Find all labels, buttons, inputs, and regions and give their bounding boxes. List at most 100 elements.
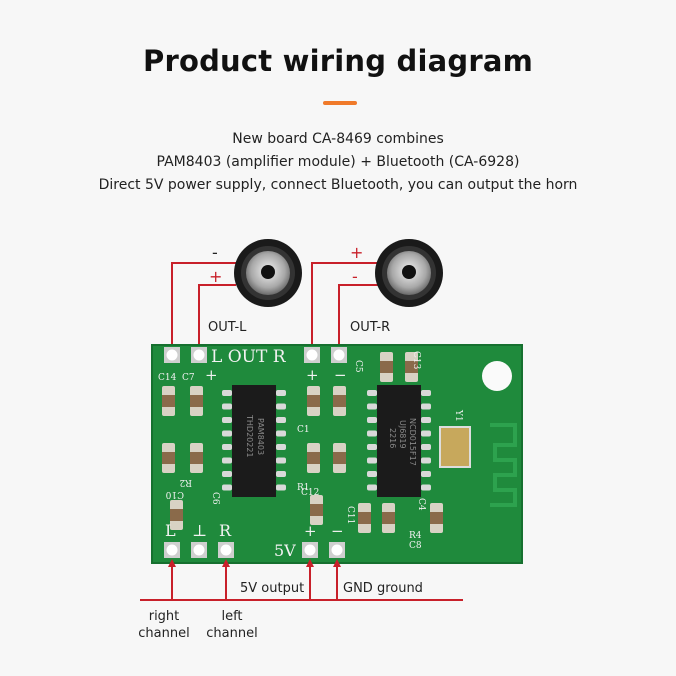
smd-component (190, 443, 203, 473)
label-5v-output: 5V output (240, 581, 304, 596)
chip-pin (222, 457, 232, 464)
smd-component (310, 495, 323, 525)
pad-in-l (164, 542, 180, 558)
chip-pin (276, 430, 286, 437)
silk-bottom-gnd: ⊥ (192, 521, 207, 540)
bluetooth-chip (377, 385, 421, 497)
silk-plus-right: + (306, 366, 319, 384)
chip-pin (222, 417, 232, 423)
chip-pin (222, 390, 232, 396)
chip-pin (421, 484, 431, 491)
pad-gnd (329, 542, 345, 558)
wire-left-minus (171, 262, 236, 350)
description-line-3: Direct 5V power supply, connect Bluetoot… (98, 177, 578, 193)
silk-plus-left: + (205, 366, 218, 384)
smd-component (405, 352, 418, 382)
chip-pin (276, 390, 286, 396)
amplifier-chip (232, 385, 276, 497)
silk-5v: 5V (274, 541, 296, 560)
chip-pin (367, 471, 377, 477)
chip-pin (222, 484, 232, 491)
description-line-2: PAM8403 (amplifier module) + Bluetooth (… (156, 154, 520, 170)
chip-pin (421, 430, 431, 437)
label-left-channel-1: left (221, 609, 242, 624)
smd-component (382, 503, 395, 533)
smd-component (190, 386, 203, 416)
amp-chip-label-1: PAM8403 (256, 418, 265, 455)
chip-pin (276, 403, 286, 410)
pad-in-gnd (191, 542, 207, 558)
silk-c5: C5 (353, 360, 363, 373)
diagram-title: Product wiring diagram (142, 44, 534, 78)
silk-bottom-r: R (219, 521, 232, 540)
chip-pin (276, 417, 286, 423)
bt-chip-label-1: NCD015F17 (408, 418, 417, 466)
chip-pin (367, 444, 377, 450)
amp-chip-label-2: THD20221 (245, 414, 254, 458)
chip-pin (421, 417, 431, 423)
solder-pads (164, 347, 347, 558)
speaker-right-icon (375, 239, 443, 307)
chip-pin (367, 417, 377, 423)
pad-out-l-minus (164, 347, 180, 363)
pad-5v (302, 542, 318, 558)
smd-component (358, 503, 371, 533)
silk-c10: C10 (165, 489, 184, 499)
label-right-channel-2: channel (138, 626, 189, 641)
chip-pin (421, 390, 431, 396)
chip-pin (421, 403, 431, 410)
label-right-channel-1: right (149, 609, 180, 624)
label-left-channel-2: channel (206, 626, 257, 641)
title-accent-bar (323, 101, 357, 105)
silk-c11: C11 (345, 506, 355, 524)
right-plus-sign: + (350, 243, 363, 262)
silk-c7: C7 (182, 373, 195, 383)
smd-component (333, 443, 346, 473)
silk-bottom-plus: + (304, 522, 317, 540)
chip-pin (367, 484, 377, 491)
smd-component (162, 386, 175, 416)
silk-c1: C1 (297, 425, 310, 435)
chip-pin (276, 457, 286, 464)
silk-r1: R1 (297, 483, 310, 493)
description-line-1: New board CA-8469 combines (232, 131, 444, 147)
silk-c4: C4 (416, 498, 426, 511)
chip-pin (222, 430, 232, 437)
silk-c13: C13 (411, 351, 421, 370)
out-l-label: OUT-L (208, 320, 247, 335)
silk-c14: C14 (158, 373, 177, 383)
chip-pin (421, 457, 431, 464)
left-minus-sign: - (212, 243, 218, 262)
chip-pin (367, 430, 377, 437)
chip-pin (421, 471, 431, 477)
wire-right-plus (311, 262, 378, 350)
chip-pin (276, 444, 286, 450)
bt-chip-label-3: 2216 (388, 428, 397, 448)
silk-c12: C12 (301, 488, 319, 498)
silk-c8: C8 (409, 541, 422, 551)
bt-chip-label-2: UJ6819 (398, 420, 407, 449)
chip-pin (276, 471, 286, 477)
silk-r4: R4 (409, 531, 422, 541)
crystal-oscillator (439, 426, 471, 468)
silk-bottom-minus: − (331, 522, 344, 540)
silk-bottom-l: L (165, 521, 176, 540)
chip-pin (222, 403, 232, 410)
pad-in-r (218, 542, 234, 558)
right-minus-sign: - (352, 267, 358, 286)
smd-component (307, 443, 320, 473)
silk-l-out-r: L OUT R (211, 347, 287, 367)
silk-minus-right: − (334, 366, 347, 384)
speaker-left-icon (234, 239, 302, 307)
label-gnd-ground: GND ground (343, 581, 423, 596)
output-wires (171, 262, 378, 350)
smd-component (307, 386, 320, 416)
pad-out-l-plus (191, 347, 207, 363)
wire-left-plus (198, 284, 236, 350)
silk-y1: Y1 (453, 409, 463, 422)
chip-pin (222, 444, 232, 450)
bluetooth-antenna (490, 423, 517, 507)
pad-out-r-minus (331, 347, 347, 363)
out-r-label: OUT-R (350, 320, 390, 335)
